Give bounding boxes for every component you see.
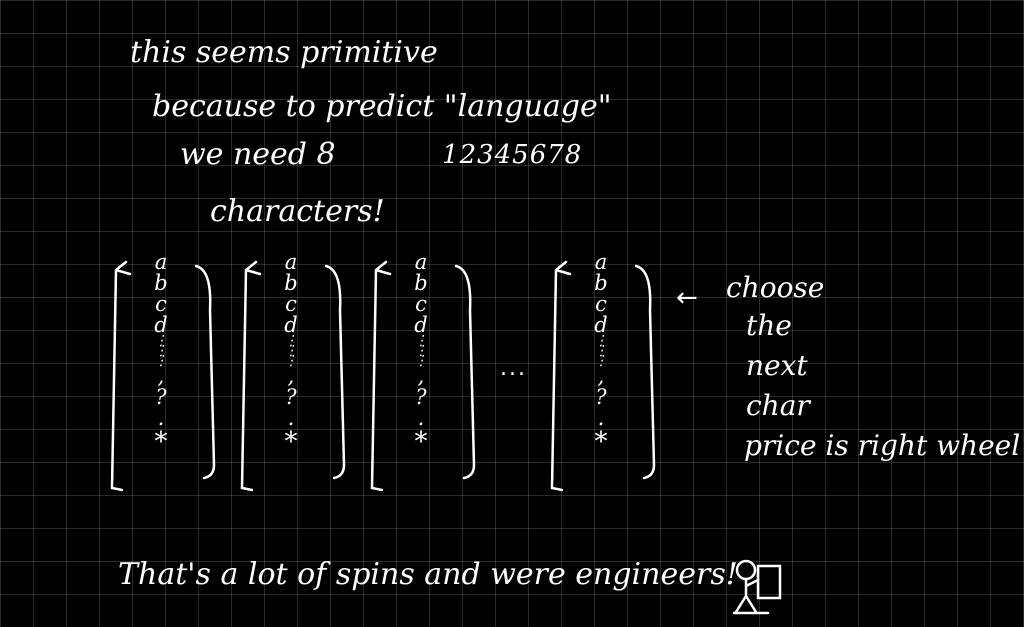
wheel-char: . [287,406,295,430]
wheel-char: . [597,406,605,430]
wheel-char: c [285,292,297,316]
wheel-char: b [414,271,428,295]
wheel-char: c [155,292,167,316]
wheel-char: b [594,271,608,295]
right-bracket [324,264,346,480]
wheel-dots: ⋮ [594,353,608,369]
wheel-brackets [370,260,476,492]
wheel-char: , [287,364,295,388]
wheel-char: d [594,313,608,337]
wheel-dots: ⋮ [284,343,298,359]
wheel-char: ? [155,385,167,409]
note-line-2: because to predict "language" [152,89,612,124]
wheel-char: , [417,364,425,388]
wheel-brackets [240,260,346,492]
wheel-dots: ⋮ [284,333,298,349]
wheel-star: * [594,427,608,457]
ellipsis: ... [500,356,527,381]
left-bracket [110,260,132,492]
wheel-dots: ⋮ [154,353,168,369]
wheel-char: b [284,271,298,295]
wheel-dots: ⋮ [594,333,608,349]
left-bracket [240,260,262,492]
wheel-brackets [110,260,216,492]
wheel-char: a [284,250,298,274]
stick-figure-icon [732,559,782,615]
wheel-char: ? [285,385,297,409]
bottom-note: That's a lot of spins and were engineers… [118,557,738,592]
right-bracket [194,264,216,480]
right-bracket [634,264,656,480]
wheel-char: a [414,250,428,274]
wheel-star: * [414,427,428,457]
right-bracket [454,264,476,480]
wheel-char: d [284,313,298,337]
wheel-char: . [157,406,165,430]
left-bracket [370,260,392,492]
wheel-char: d [154,313,168,337]
wheel-char: a [154,250,168,274]
arrow-left-icon: ← [676,283,698,313]
side-note-line-3: next [746,349,808,382]
wheel-char: c [595,292,607,316]
wheel-char: b [154,271,168,295]
wheel-char: . [417,406,425,430]
digit-count: 12345678 [442,140,583,170]
wheel-char: ? [415,385,427,409]
wheel-dots: ⋮ [284,353,298,369]
wheel-char: ? [595,385,607,409]
wheel-char: d [414,313,428,337]
left-bracket [550,260,572,492]
wheel-char: c [415,292,427,316]
side-note-line-5: price is right wheel [744,429,1021,462]
wheel-dots: ⋮ [414,343,428,359]
note-line-4: characters! [210,194,385,229]
wheel-star: * [154,427,168,457]
wheel-dots: ⋮ [414,333,428,349]
wheel-char: , [597,364,605,388]
wheel-char: a [594,250,608,274]
note-line-3: we need 8 [180,137,336,172]
side-note-line-2: the [746,309,792,342]
wheel-dots: ⋮ [154,333,168,349]
wheel-char: , [157,364,165,388]
side-note-line-1: choose [726,271,825,304]
wheel-star: * [284,427,298,457]
wheel-dots: ⋮ [414,353,428,369]
wheel-brackets [550,260,656,492]
wheel-dots: ⋮ [154,343,168,359]
note-line-1: this seems primitive [130,35,438,70]
side-note-line-4: char [746,389,810,422]
wheel-dots: ⋮ [594,343,608,359]
